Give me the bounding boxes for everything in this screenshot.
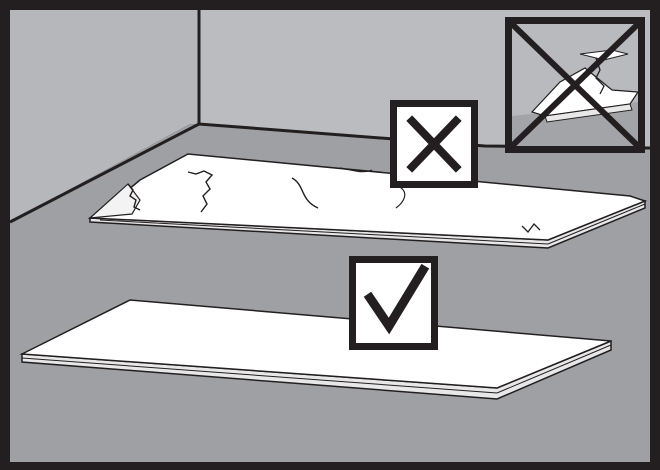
damaged-panel xyxy=(87,153,648,249)
flat-panel xyxy=(19,299,612,400)
check-mark-icon xyxy=(349,256,438,350)
cross-mark-icon xyxy=(390,100,478,188)
crossed-out-detail-icon xyxy=(505,17,645,153)
